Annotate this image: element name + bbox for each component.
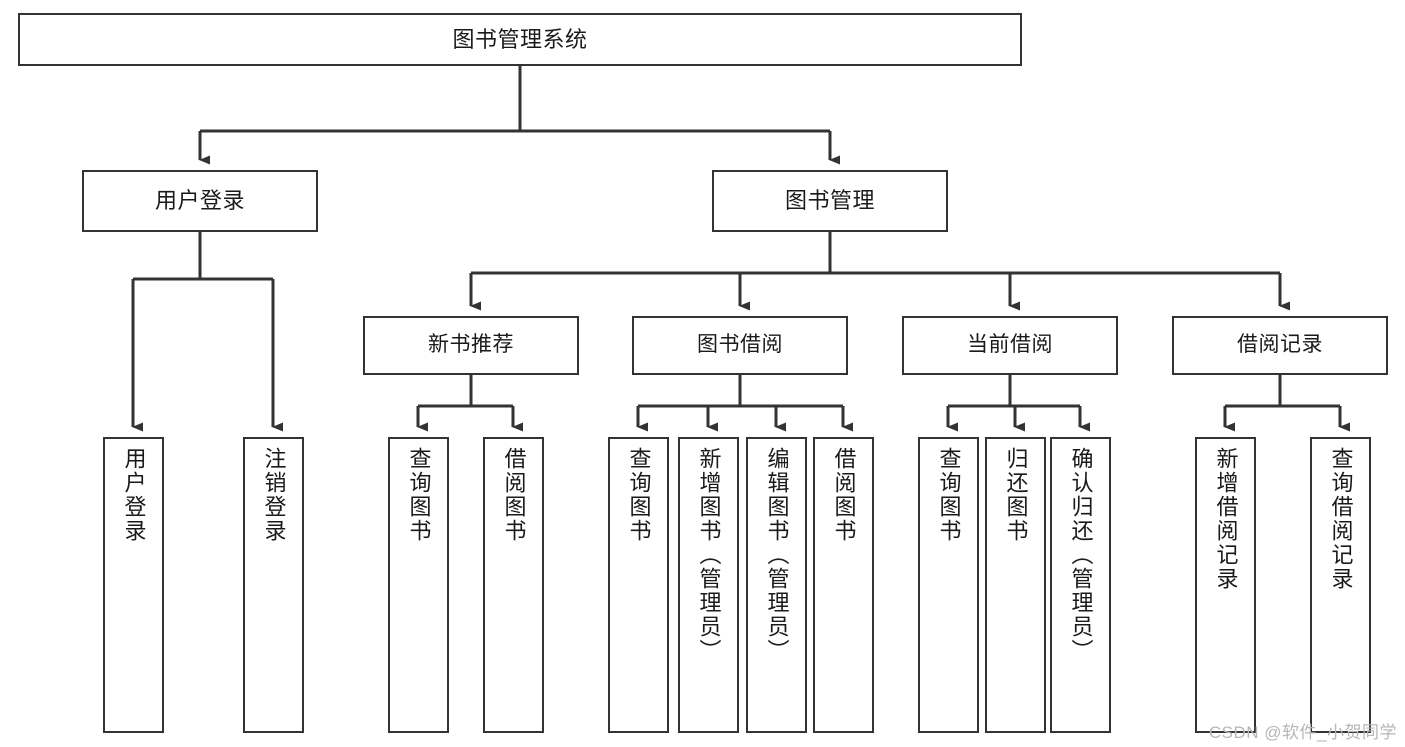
node-leaf-add-record-label: 新增借阅记录 (1213, 447, 1239, 591)
node-leaf-borrow-book-2[interactable]: 借阅图书 (813, 437, 874, 733)
node-book-manage[interactable]: 图书管理 (712, 170, 948, 232)
node-leaf-query-book-2-label: 查询图书 (626, 447, 652, 543)
node-leaf-add-record[interactable]: 新增借阅记录 (1195, 437, 1256, 733)
node-leaf-borrow-book-1[interactable]: 借阅图书 (483, 437, 544, 733)
node-leaf-query-book-2[interactable]: 查询图书 (608, 437, 669, 733)
node-user-login[interactable]: 用户登录 (82, 170, 318, 232)
node-new-book-rec-label: 新书推荐 (428, 333, 514, 357)
node-leaf-edit-book[interactable]: 编辑图书（管理员） (746, 437, 807, 733)
node-leaf-edit-book-label: 编辑图书（管理员） (764, 447, 790, 663)
node-leaf-query-book-1[interactable]: 查询图书 (388, 437, 449, 733)
node-leaf-query-book-3[interactable]: 查询图书 (918, 437, 979, 733)
node-root[interactable]: 图书管理系统 (18, 13, 1022, 66)
node-leaf-borrow-book-2-label: 借阅图书 (831, 447, 857, 543)
node-leaf-query-record[interactable]: 查询借阅记录 (1310, 437, 1371, 733)
node-leaf-confirm-return[interactable]: 确认归还（管理员） (1050, 437, 1111, 733)
node-leaf-borrow-book-1-label: 借阅图书 (501, 447, 527, 543)
node-current-borrow-label: 当前借阅 (967, 333, 1053, 357)
node-book-borrow[interactable]: 图书借阅 (632, 316, 848, 375)
node-leaf-add-book-label: 新增图书（管理员） (696, 447, 722, 663)
node-borrow-record-label: 借阅记录 (1237, 333, 1323, 357)
node-leaf-user-logout-label: 注销登录 (261, 447, 287, 543)
node-leaf-return-book[interactable]: 归还图书 (985, 437, 1046, 733)
node-borrow-record[interactable]: 借阅记录 (1172, 316, 1388, 375)
node-leaf-user-login[interactable]: 用户登录 (103, 437, 164, 733)
node-book-borrow-label: 图书借阅 (697, 333, 783, 357)
node-leaf-query-record-label: 查询借阅记录 (1328, 447, 1354, 591)
node-leaf-user-logout[interactable]: 注销登录 (243, 437, 304, 733)
node-leaf-user-login-label: 用户登录 (121, 447, 147, 543)
node-leaf-add-book[interactable]: 新增图书（管理员） (678, 437, 739, 733)
node-leaf-return-book-label: 归还图书 (1003, 447, 1029, 543)
node-new-book-rec[interactable]: 新书推荐 (363, 316, 579, 375)
node-leaf-query-book-1-label: 查询图书 (406, 447, 432, 543)
node-current-borrow[interactable]: 当前借阅 (902, 316, 1118, 375)
node-leaf-confirm-return-label: 确认归还（管理员） (1068, 447, 1094, 663)
node-leaf-query-book-3-label: 查询图书 (936, 447, 962, 543)
node-root-label: 图书管理系统 (452, 26, 588, 52)
node-book-manage-label: 图书管理 (784, 188, 875, 214)
node-user-login-label: 用户登录 (154, 188, 245, 214)
